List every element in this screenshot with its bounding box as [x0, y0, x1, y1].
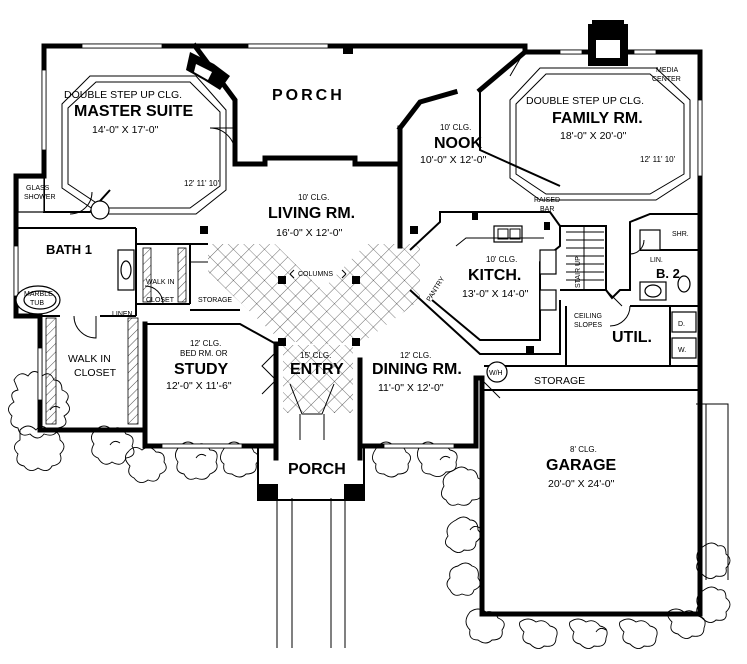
washer-label: W. [678, 347, 686, 354]
bath2-title: B. 2 [656, 266, 680, 281]
study-subtitle: BED RM. OR [180, 349, 228, 358]
glass-shower-label-2: SHOWER [24, 194, 56, 201]
water-heater-label: W/H [489, 370, 503, 377]
stairs [566, 226, 604, 290]
study-ceiling: 12' CLG. [190, 339, 221, 348]
storage-garage-label: STORAGE [534, 375, 585, 387]
media-center-1: MEDIA [656, 67, 679, 74]
living-ceiling: 10' CLG. [298, 193, 329, 202]
marble-tub-label-2: TUB [30, 300, 44, 307]
study-title: STUDY [174, 361, 229, 378]
tile-floor [208, 244, 420, 413]
large-closet-label-1: WALK IN [68, 353, 111, 365]
stair-label: STAIR UP [575, 256, 582, 288]
family-title: FAMILY RM. [552, 110, 643, 127]
master-height: 12' 11' 10' [184, 179, 220, 188]
porch-front-label: PORCH [288, 461, 346, 478]
columns [200, 46, 418, 500]
dining-ceiling: 12' CLG. [400, 351, 431, 360]
family-ceiling: DOUBLE STEP UP CLG. [526, 95, 644, 107]
raised-bar-2: BAR [540, 206, 554, 213]
columns-label: COLUMNS [298, 271, 333, 278]
bath-fixtures [15, 177, 697, 359]
kitchen-size: 13'-0" X 14'-0" [462, 288, 529, 300]
small-closet-label-1: WALK IN [146, 279, 175, 286]
kitchen-fixtures [455, 212, 557, 354]
garage-title: GARAGE [546, 457, 617, 474]
marble-tub-label-1: MARBLE [24, 291, 53, 298]
interior-walls [16, 90, 700, 391]
front-porch-frame [257, 446, 365, 501]
porch-rear-label: PORCH [272, 87, 345, 104]
ceiling-slopes-2: SLOPES [574, 322, 602, 329]
small-closet-label-2: CLOSET [146, 297, 175, 304]
fireplaces [186, 20, 628, 90]
dining-title: DINING RM. [372, 361, 462, 378]
family-size: 18'-0" X 20'-0" [560, 130, 627, 142]
front-walkway [276, 498, 346, 648]
dryer-label: D. [678, 321, 685, 328]
storage-small-label: STORAGE [198, 297, 232, 304]
shower2-label: SHR. [672, 231, 689, 238]
garage-size: 20'-0" X 24'-0" [548, 478, 615, 490]
ceiling-slopes-1: CEILING [574, 313, 602, 320]
doors [73, 51, 645, 440]
glass-shower-label-1: GLASS [26, 185, 50, 192]
linen-label: LINEN [112, 311, 133, 318]
media-center-2: CENTER [652, 76, 681, 83]
master-suite-title: MASTER SUITE [74, 103, 193, 120]
entry-title: ENTRY [290, 361, 344, 378]
living-size: 16'-0" X 12'-0" [276, 227, 343, 239]
windows [13, 43, 703, 449]
large-closet-label-2: CLOSET [74, 367, 117, 379]
master-ceiling: DOUBLE STEP UP CLG. [64, 89, 182, 101]
living-title: LIVING RM. [268, 205, 355, 222]
garage-door-side [696, 403, 729, 580]
util-title: UTIL. [612, 329, 652, 346]
garage-ceiling: 8' CLG. [570, 445, 597, 454]
kitchen-ceiling: 10' CLG. [486, 255, 517, 264]
nook-size: 10'-0" X 12'-0" [420, 154, 487, 166]
family-height: 12' 11' 10' [640, 155, 676, 164]
raised-bar-1: RAISED [534, 197, 560, 204]
landscaping-shrubs [8, 371, 731, 649]
dining-size: 11'-0" X 12'-0" [378, 382, 444, 394]
nook-title: NOOK [434, 135, 482, 152]
pantry-label: PANTRY [426, 276, 447, 304]
closet-shelves [45, 247, 187, 425]
bath2-linen-label: LIN. [650, 257, 663, 264]
ceiling-outlines [61, 67, 691, 215]
study-size: 12'-0" X 11'-6" [166, 380, 232, 392]
bath1-label: BATH 1 [46, 242, 92, 257]
kitchen-title: KITCH. [468, 267, 521, 284]
entry-ceiling: 15' CLG. [300, 351, 331, 360]
master-suite-size: 14'-0" X 17'-0" [92, 124, 159, 136]
nook-ceiling: 10' CLG. [440, 123, 471, 132]
